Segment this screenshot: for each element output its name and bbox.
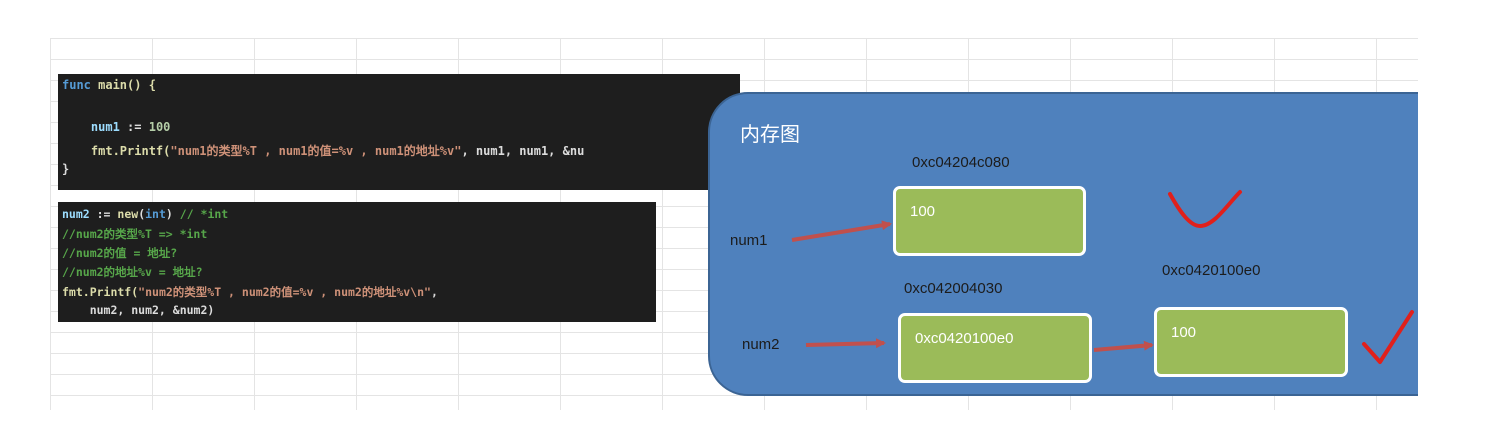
pointee-value: 100 xyxy=(1171,324,1197,341)
num2-value-box: 0xc0420100e0 xyxy=(898,313,1092,383)
pointer-arrow xyxy=(1093,340,1154,352)
num2-value: 0xc0420100e0 xyxy=(915,330,1014,347)
code-comment-type: //num2的类型%T => *int xyxy=(62,227,208,241)
code-line-printf-args: num2, num2, &num2) xyxy=(62,303,215,317)
pointee-value-box: 100 xyxy=(1154,307,1348,377)
code-line-printf-1: fmt.Printf("num1的类型%T , num1的值=%v , num1… xyxy=(90,144,585,158)
checkmark-tick xyxy=(1362,310,1414,364)
memory-diagram-title: 内存图 xyxy=(740,124,800,146)
num1-address-label: 0xc04204c080 xyxy=(912,154,1010,171)
checkmark-curve xyxy=(1168,190,1242,229)
num1-value: 100 xyxy=(910,203,936,220)
code-line-num1-decl: num1 := 100 xyxy=(90,120,171,134)
code-line-printf-2: fmt.Printf("num2的类型%T , num2的值=%v , num2… xyxy=(62,285,438,299)
num2-arrow xyxy=(805,338,886,349)
code-line-num2-new: num2 := new(int) // *int xyxy=(62,207,229,221)
pointee-address-label: 0xc0420100e0 xyxy=(1162,262,1261,279)
num1-value-box: 100 xyxy=(893,186,1086,256)
num1-label: num1 xyxy=(730,232,768,249)
panel-clip xyxy=(1418,80,1496,410)
code-comment-address: //num2的地址%v = 地址? xyxy=(62,265,203,279)
num2-address-label: 0xc042004030 xyxy=(904,280,1003,297)
code-comment-value: //num2的值 = 地址? xyxy=(62,246,178,260)
code-block-new: num2 := new(int) // *int //num2的类型%T => … xyxy=(58,202,656,322)
num2-label: num2 xyxy=(742,336,780,353)
code-line-func: func main() { xyxy=(62,78,156,92)
code-block-main: func main() { num1 := 100 fmt.Printf("nu… xyxy=(58,74,740,190)
num1-arrow xyxy=(791,220,892,242)
code-line-close: } xyxy=(62,162,70,176)
